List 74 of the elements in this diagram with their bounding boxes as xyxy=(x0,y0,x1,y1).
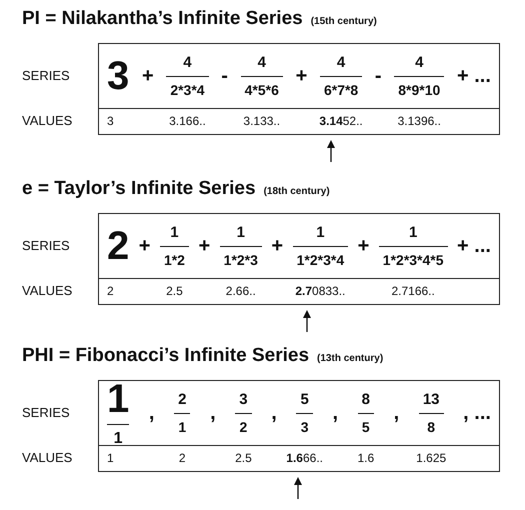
numerator: 2 xyxy=(177,391,188,408)
row-header: SERIES xyxy=(22,238,70,253)
series-title: e = Taylor’s Infinite Series xyxy=(22,178,256,199)
denominator: 3 xyxy=(300,419,310,435)
partial-sum: 3.133.. xyxy=(243,114,280,128)
numerator: 1 xyxy=(236,224,246,241)
denominator: 8 xyxy=(426,419,436,435)
row-header: VALUES xyxy=(22,283,72,298)
denominator: 1*2 xyxy=(162,252,186,268)
operator: + xyxy=(198,234,210,258)
partial-sum: 2.66.. xyxy=(226,284,256,298)
denominator: 2 xyxy=(238,419,248,435)
partial-sum: 3.1452.. xyxy=(319,114,363,128)
operator: + xyxy=(271,234,284,258)
operator: , xyxy=(394,402,400,424)
operator: + xyxy=(358,234,370,258)
operator: + xyxy=(296,64,308,88)
partial-sum: 3.1396.. xyxy=(398,114,441,128)
denominator: 1*2*3 xyxy=(222,252,259,268)
operator: + xyxy=(138,234,150,258)
row-header: SERIES xyxy=(22,68,70,83)
operator: , xyxy=(332,402,338,424)
century-note: (15th century) xyxy=(310,16,377,27)
series-title: PI = Nilakantha’s Infinite Series xyxy=(22,8,303,29)
operator: + xyxy=(142,64,154,88)
operator: , xyxy=(210,402,216,424)
ellipsis-operator: + ... xyxy=(457,64,491,88)
row-header: VALUES xyxy=(22,450,72,465)
partial-sum: 2.70833.. xyxy=(295,284,346,298)
century-note: (13th century) xyxy=(317,353,384,364)
denominator: 8*9*10 xyxy=(397,82,442,98)
numerator: 3 xyxy=(238,391,249,408)
leading-term: 3 xyxy=(107,56,130,96)
partial-sum: 2 xyxy=(107,284,114,298)
numerator: 5 xyxy=(299,391,310,408)
partial-sum: 1.666.. xyxy=(286,451,323,465)
partial-sum: 1 xyxy=(107,451,114,465)
numerator: 4 xyxy=(256,54,267,71)
operator: , xyxy=(271,402,277,424)
denominator: 2*3*4 xyxy=(169,82,206,98)
leading-term: 2 xyxy=(107,226,130,266)
row-header: VALUES xyxy=(22,113,72,128)
operator: - xyxy=(374,64,382,88)
numerator: 4 xyxy=(414,54,424,71)
denominator: 5 xyxy=(360,419,371,435)
numerator: 1 xyxy=(315,224,326,241)
numerator: 1 xyxy=(107,378,130,418)
partial-sum: 2.5 xyxy=(166,284,183,298)
numerator: 8 xyxy=(360,391,371,408)
denominator: 1 xyxy=(177,419,188,435)
ellipsis-operator: + ... xyxy=(457,234,491,258)
operator: , xyxy=(148,402,154,424)
denominator: 1*2*3*4 xyxy=(296,252,346,268)
partial-sum: 3 xyxy=(107,114,114,128)
partial-sum: 2.7166.. xyxy=(391,284,435,298)
denominator: 1*2*3*4*5 xyxy=(382,252,445,268)
row-header: SERIES xyxy=(22,405,70,420)
partial-sum: 2 xyxy=(178,451,186,465)
denominator: 4*5*6 xyxy=(244,82,280,98)
operator: - xyxy=(221,64,228,88)
series-title: PHI = Fibonacci’s Infinite Series xyxy=(22,345,310,366)
partial-sum: 3.166.. xyxy=(169,114,206,128)
denominator: 6*7*8 xyxy=(322,82,360,98)
partial-sum: 2.5 xyxy=(235,451,252,465)
denominator: 1 xyxy=(112,430,124,448)
ellipsis-operator: , ... xyxy=(463,402,491,424)
numerator: 1 xyxy=(169,224,180,241)
partial-sum: 1.625 xyxy=(416,451,446,465)
partial-sum: 1.6 xyxy=(357,451,374,465)
numerator: 13 xyxy=(422,391,441,408)
numerator: 4 xyxy=(182,54,193,71)
century-note: (18th century) xyxy=(264,186,330,197)
numerator: 1 xyxy=(408,224,418,241)
numerator: 4 xyxy=(336,54,346,71)
